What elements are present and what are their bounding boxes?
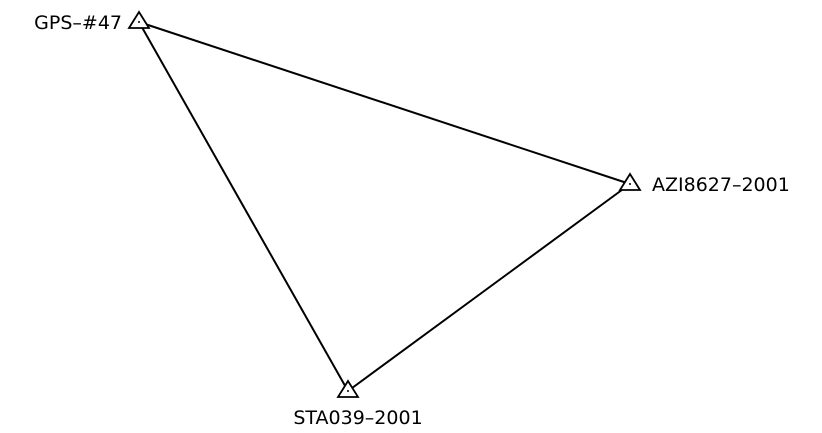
station-label-sta039: STA039–2001 [293,407,422,429]
station-azi8627: AZI8627–2001 [618,172,790,196]
station-center-dot [138,21,140,23]
station-gps47: GPS–#47 [34,10,151,34]
station-label-gps47: GPS–#47 [34,12,122,34]
leg-gps47-azi8627 [138,21,631,185]
triangle-icon [127,10,151,29]
triangle-icon [336,379,360,398]
station-center-dot [629,183,631,185]
leg-azi8627-sta039 [347,183,631,392]
triangle-icon [618,172,642,191]
leg-gps47-sta039 [138,21,349,392]
station-center-dot [347,390,349,392]
station-label-azi8627: AZI8627–2001 [652,174,790,196]
station-sta039: STA039–2001 [293,379,423,429]
